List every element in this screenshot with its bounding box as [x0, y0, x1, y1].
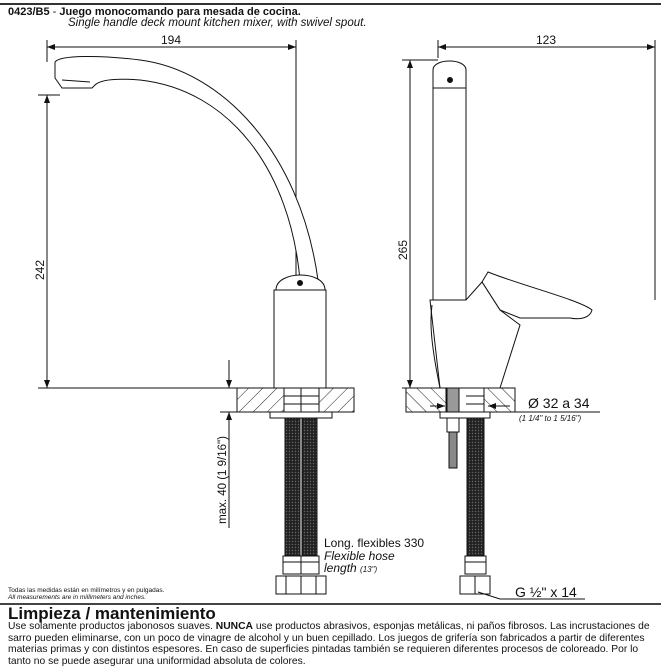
lever-handle: [481, 271, 593, 320]
hole-diameter-inch-label: (1 1/4" to 1 5/16"): [519, 414, 581, 423]
side-view: [402, 40, 656, 600]
maintenance-warning: NUNCA: [215, 621, 253, 632]
threaded-rod: [448, 431, 458, 469]
spout-column: [432, 60, 467, 300]
section-rule: [0, 603, 661, 605]
fixing-nut: [446, 417, 460, 433]
units-note-es: Todas las medidas están en milímetros y …: [8, 587, 165, 594]
front-height-label: 242: [33, 260, 47, 280]
hose-length-label-en2: length (13"): [324, 561, 377, 575]
product-code: 0423/B5: [8, 6, 50, 18]
hole-diameter-label: Ø 32 a 34: [528, 395, 590, 411]
mixer-body: [273, 289, 327, 389]
title-spanish: Juego monocomando para mesada de cocina.: [59, 6, 301, 18]
front-width-label: 194: [161, 33, 181, 47]
maintenance-text-rest: use productos abrasivos, esponjas metáli…: [8, 621, 650, 668]
technical-drawing: 194 242 max. 40 (1 9/16") Long. flexible…: [33, 33, 656, 600]
maintenance-heading: Limpieza / mantenimiento: [8, 604, 216, 623]
side-width-label: 123: [536, 33, 556, 47]
spout: [54, 56, 319, 281]
maintenance-text-start: Use solamente productos jabonosos suaves…: [8, 621, 216, 632]
title-separator: -: [49, 6, 60, 18]
hose-length-label: Long. flexibles 330: [324, 536, 424, 550]
thread-size-label: G ½" x 14: [515, 584, 577, 600]
flexible-hose: [284, 417, 301, 567]
side-height-label: 265: [396, 240, 410, 260]
product-title: 0423/B5 - Juego monocomando para mesada …: [8, 6, 301, 18]
flexible-hose: [301, 417, 318, 567]
deck-thickness-label: max. 40 (1 9/16"): [217, 436, 229, 524]
flexible-hose: [466, 417, 485, 567]
hose-length-label-en: Flexible hose: [324, 549, 395, 563]
units-note-en: All measurements are in millimeters and …: [8, 594, 146, 601]
header-rule: [0, 3, 661, 5]
front-view: [38, 40, 355, 595]
title-english: Single handle deck mount kitchen mixer, …: [68, 17, 367, 29]
maintenance-text: Use solamente productos jabonosos suaves…: [8, 621, 658, 668]
